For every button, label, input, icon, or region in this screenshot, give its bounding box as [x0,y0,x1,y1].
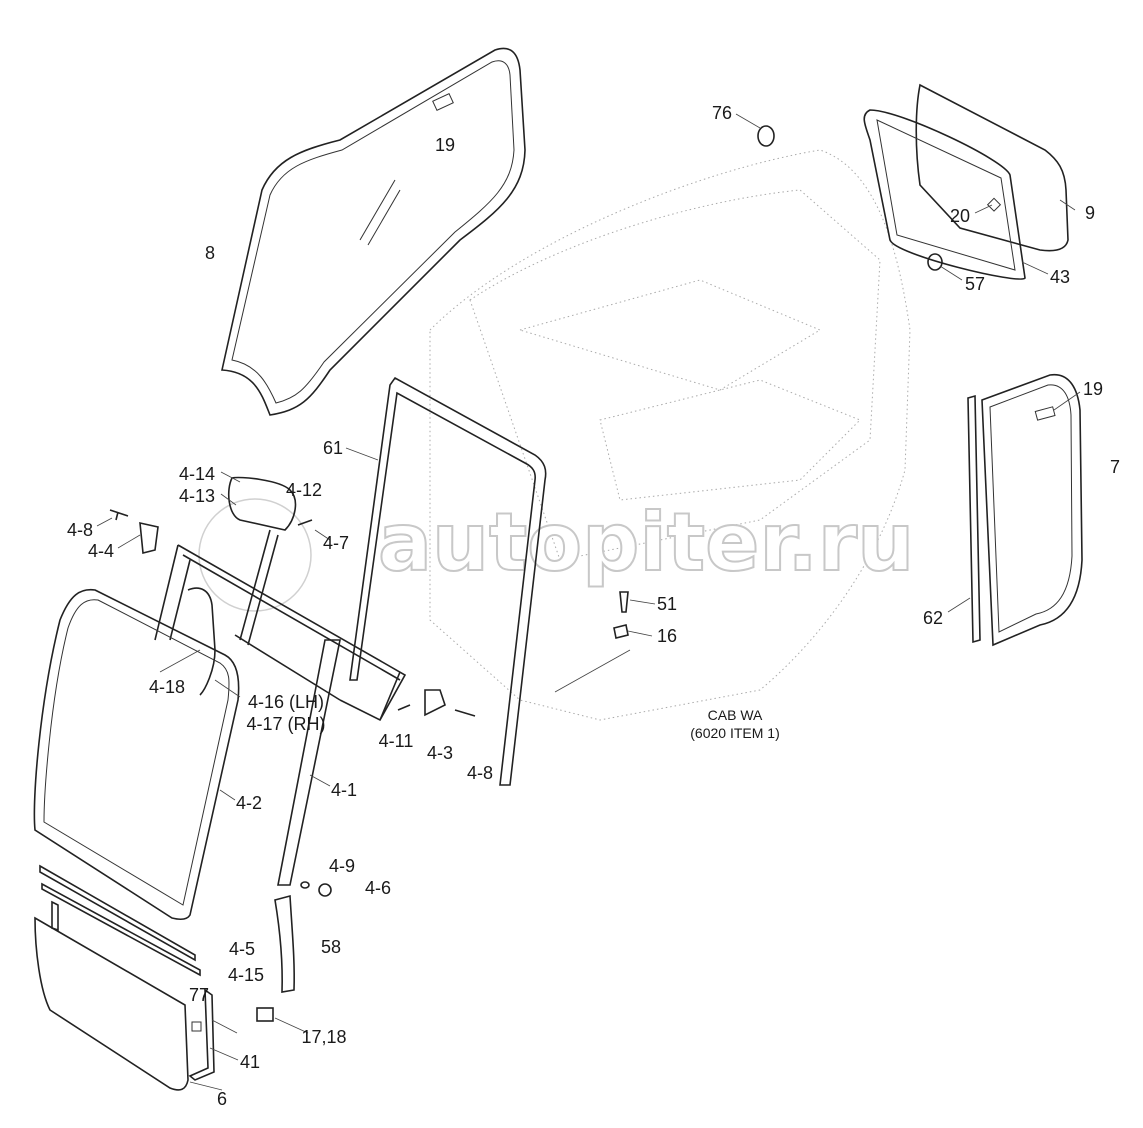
callout-4-7: 4-7 [323,533,349,553]
caption-item: (6020 ITEM 1) [690,725,779,741]
callout-4-16: 4-16 (LH) [248,692,324,712]
part-61-seal [349,376,547,786]
callout-4-15: 4-15 [228,965,264,985]
svg-text:autopiter.ru: autopiter.ru [378,496,914,589]
caption-cab: CAB WA [708,707,763,723]
callout-17-18: 17,18 [301,1027,346,1047]
callout-4-5: 4-5 [229,939,255,959]
callout-76: 76 [712,103,732,123]
callout-4-8: 4-8 [67,520,93,540]
callout-77: 77 [189,985,209,1005]
callout-4-18: 4-18 [149,677,185,697]
callout-4-6: 4-6 [365,878,391,898]
part-8-rear-glass [221,47,526,416]
cab-outline [429,149,911,721]
callout-4-11: 4-11 [379,731,414,751]
callout-20: 20 [950,206,970,226]
part-17-18-clip [256,1007,274,1022]
callout-4-8-right: 4-8 [467,763,493,783]
callout-4-1: 4-1 [331,780,357,800]
callout-4-4: 4-4 [88,541,114,561]
callout-9: 9 [1085,203,1095,223]
callout-7: 7 [1110,457,1120,477]
callout-61: 61 [323,438,343,458]
part-9-43-side-window [863,83,1069,280]
callout-4-9: 4-9 [329,856,355,876]
part-7-62-right-glass [967,374,1083,647]
callout-58: 58 [321,937,341,957]
callout-19-right: 19 [1083,379,1103,399]
door-frame-assembly [109,476,629,722]
callout-6: 6 [217,1089,227,1109]
part-4-9 [300,881,310,889]
callout-4-14: 4-14 [179,464,215,484]
callout-4-3: 4-3 [427,743,453,763]
callout-43: 43 [1050,267,1070,287]
callout-4-13: 4-13 [179,486,215,506]
part-4-15-strip [41,882,201,977]
callout-41: 41 [240,1052,260,1072]
part-4-5-strip [39,864,196,962]
watermark: autopiter.ru [198,495,915,612]
callout-8: 8 [205,243,215,263]
callout-4-17: 4-17 (RH) [246,714,325,734]
callout-57: 57 [965,274,985,294]
part-6-41-lower-glass [34,900,215,1091]
leader-lines [96,113,1081,1091]
callout-51: 51 [657,594,677,614]
callout-4-12: 4-12 [286,480,322,500]
callout-16: 16 [657,626,677,646]
part-58-seal [274,894,295,993]
part-76-grommet [757,125,775,147]
part-4-2-door-glass [33,588,240,921]
part-4-1-rail [277,639,341,886]
callout-4-2: 4-2 [236,793,262,813]
callout-19: 19 [435,135,455,155]
callout-62: 62 [923,608,943,628]
part-4-6 [318,883,332,897]
